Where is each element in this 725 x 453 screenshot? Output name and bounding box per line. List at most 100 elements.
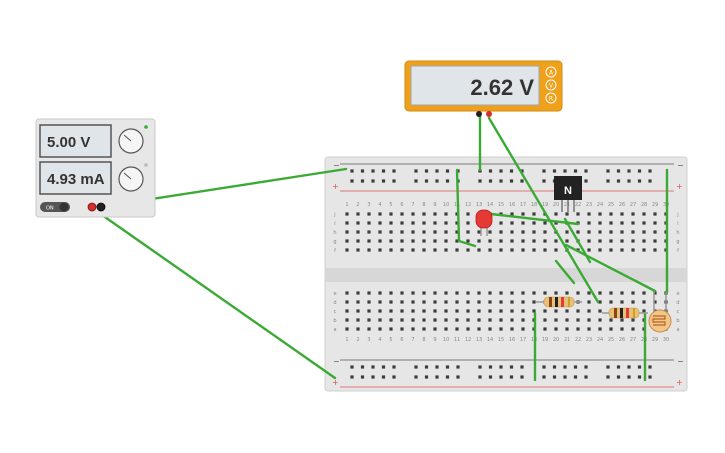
hole-c15[interactable] <box>499 309 503 313</box>
hole-d17[interactable] <box>521 300 525 304</box>
hole-a7[interactable] <box>411 327 415 331</box>
rail-hole[interactable] <box>606 179 610 183</box>
rail-hole[interactable] <box>552 375 557 379</box>
hole-h26[interactable] <box>620 230 624 234</box>
hole-c22[interactable] <box>576 309 580 313</box>
hole-d4[interactable] <box>378 300 382 304</box>
photoresistor[interactable] <box>648 292 672 333</box>
hole-g26[interactable] <box>620 239 624 243</box>
multimeter-mode-r[interactable]: R <box>545 92 557 104</box>
hole-e10[interactable] <box>444 291 448 295</box>
hole-i27[interactable] <box>631 221 635 225</box>
hole-h6[interactable] <box>400 230 404 234</box>
rail-hole[interactable] <box>637 169 642 173</box>
hole-b7[interactable] <box>411 318 415 322</box>
hole-b11[interactable] <box>455 318 459 322</box>
hole-j24[interactable] <box>598 212 602 216</box>
rail-hole[interactable] <box>478 365 482 369</box>
hole-f27[interactable] <box>631 248 635 252</box>
hole-j5[interactable] <box>389 212 393 216</box>
rail-hole[interactable] <box>648 179 652 183</box>
hole-g3[interactable] <box>367 239 371 243</box>
current-knob[interactable] <box>118 163 148 192</box>
hole-i23[interactable] <box>587 221 591 225</box>
hole-b4[interactable] <box>378 318 382 322</box>
hole-g6[interactable] <box>400 239 404 243</box>
hole-h9[interactable] <box>433 230 437 234</box>
hole-e27[interactable] <box>631 291 635 295</box>
hole-c23[interactable] <box>587 309 591 313</box>
rail-hole[interactable] <box>445 179 450 183</box>
hole-i26[interactable] <box>620 221 624 225</box>
hole-g8[interactable] <box>422 239 426 243</box>
hole-g16[interactable] <box>510 239 514 243</box>
rail-hole[interactable] <box>445 365 450 369</box>
hole-f14[interactable] <box>488 248 492 252</box>
hole-f6[interactable] <box>400 248 404 252</box>
hole-g7[interactable] <box>411 239 415 243</box>
hole-g9[interactable] <box>433 239 437 243</box>
hole-d25[interactable] <box>609 300 613 304</box>
rail-hole[interactable] <box>627 375 631 379</box>
hole-c7[interactable] <box>411 309 415 313</box>
hole-b20[interactable] <box>554 318 558 322</box>
hole-b27[interactable] <box>631 318 635 322</box>
hole-h10[interactable] <box>444 230 448 234</box>
hole-e20[interactable] <box>554 291 558 295</box>
multimeter[interactable]: 2.62 V A V R <box>404 60 563 117</box>
hole-d10[interactable] <box>444 300 448 304</box>
hole-g15[interactable] <box>499 239 503 243</box>
hole-c1[interactable] <box>345 309 349 313</box>
hole-e11[interactable] <box>455 291 459 295</box>
rail-hole[interactable] <box>520 365 524 369</box>
hole-d2[interactable] <box>356 300 360 304</box>
hole-j18[interactable] <box>532 212 536 216</box>
hole-i18[interactable] <box>532 221 536 225</box>
rail-hole[interactable] <box>371 365 375 369</box>
hole-j28[interactable] <box>642 212 646 216</box>
hole-h11[interactable] <box>455 230 459 234</box>
hole-d3[interactable] <box>367 300 371 304</box>
hole-j17[interactable] <box>521 212 525 216</box>
hole-h28[interactable] <box>642 230 646 234</box>
hole-a25[interactable] <box>609 327 613 331</box>
hole-e5[interactable] <box>389 291 393 295</box>
rail-hole[interactable] <box>520 169 524 173</box>
multimeter-mode-v[interactable]: V <box>545 79 557 91</box>
hole-g12[interactable] <box>466 239 470 243</box>
hole-a6[interactable] <box>400 327 404 331</box>
rail-hole[interactable] <box>392 169 396 173</box>
hole-c19[interactable] <box>543 309 547 313</box>
hole-j3[interactable] <box>367 212 371 216</box>
hole-c14[interactable] <box>488 309 492 313</box>
hole-h1[interactable] <box>345 230 349 234</box>
hole-a9[interactable] <box>433 327 437 331</box>
rail-hole[interactable] <box>573 365 578 369</box>
hole-f15[interactable] <box>499 248 503 252</box>
rail-hole[interactable] <box>616 375 621 379</box>
hole-a11[interactable] <box>455 327 459 331</box>
hole-a21[interactable] <box>565 327 569 331</box>
hole-h15[interactable] <box>499 230 503 234</box>
hole-d27[interactable] <box>631 300 635 304</box>
hole-h27[interactable] <box>631 230 635 234</box>
hole-a14[interactable] <box>488 327 492 331</box>
hole-h17[interactable] <box>521 230 525 234</box>
multimeter-mode-a[interactable]: A <box>545 66 557 78</box>
power-supply[interactable]: 5.00 V 4.93 mA ON <box>35 118 156 218</box>
hole-h5[interactable] <box>389 230 393 234</box>
rail-hole[interactable] <box>606 375 610 379</box>
hole-g27[interactable] <box>631 239 635 243</box>
rail-hole[interactable] <box>584 365 588 369</box>
hole-g10[interactable] <box>444 239 448 243</box>
hole-e24[interactable] <box>598 291 602 295</box>
hole-g17[interactable] <box>521 239 525 243</box>
hole-a5[interactable] <box>389 327 393 331</box>
hole-b2[interactable] <box>356 318 360 322</box>
hole-b22[interactable] <box>576 318 580 322</box>
hole-f29[interactable] <box>653 248 657 252</box>
hole-f5[interactable] <box>389 248 393 252</box>
hole-h21[interactable] <box>565 230 569 234</box>
hole-b14[interactable] <box>488 318 492 322</box>
